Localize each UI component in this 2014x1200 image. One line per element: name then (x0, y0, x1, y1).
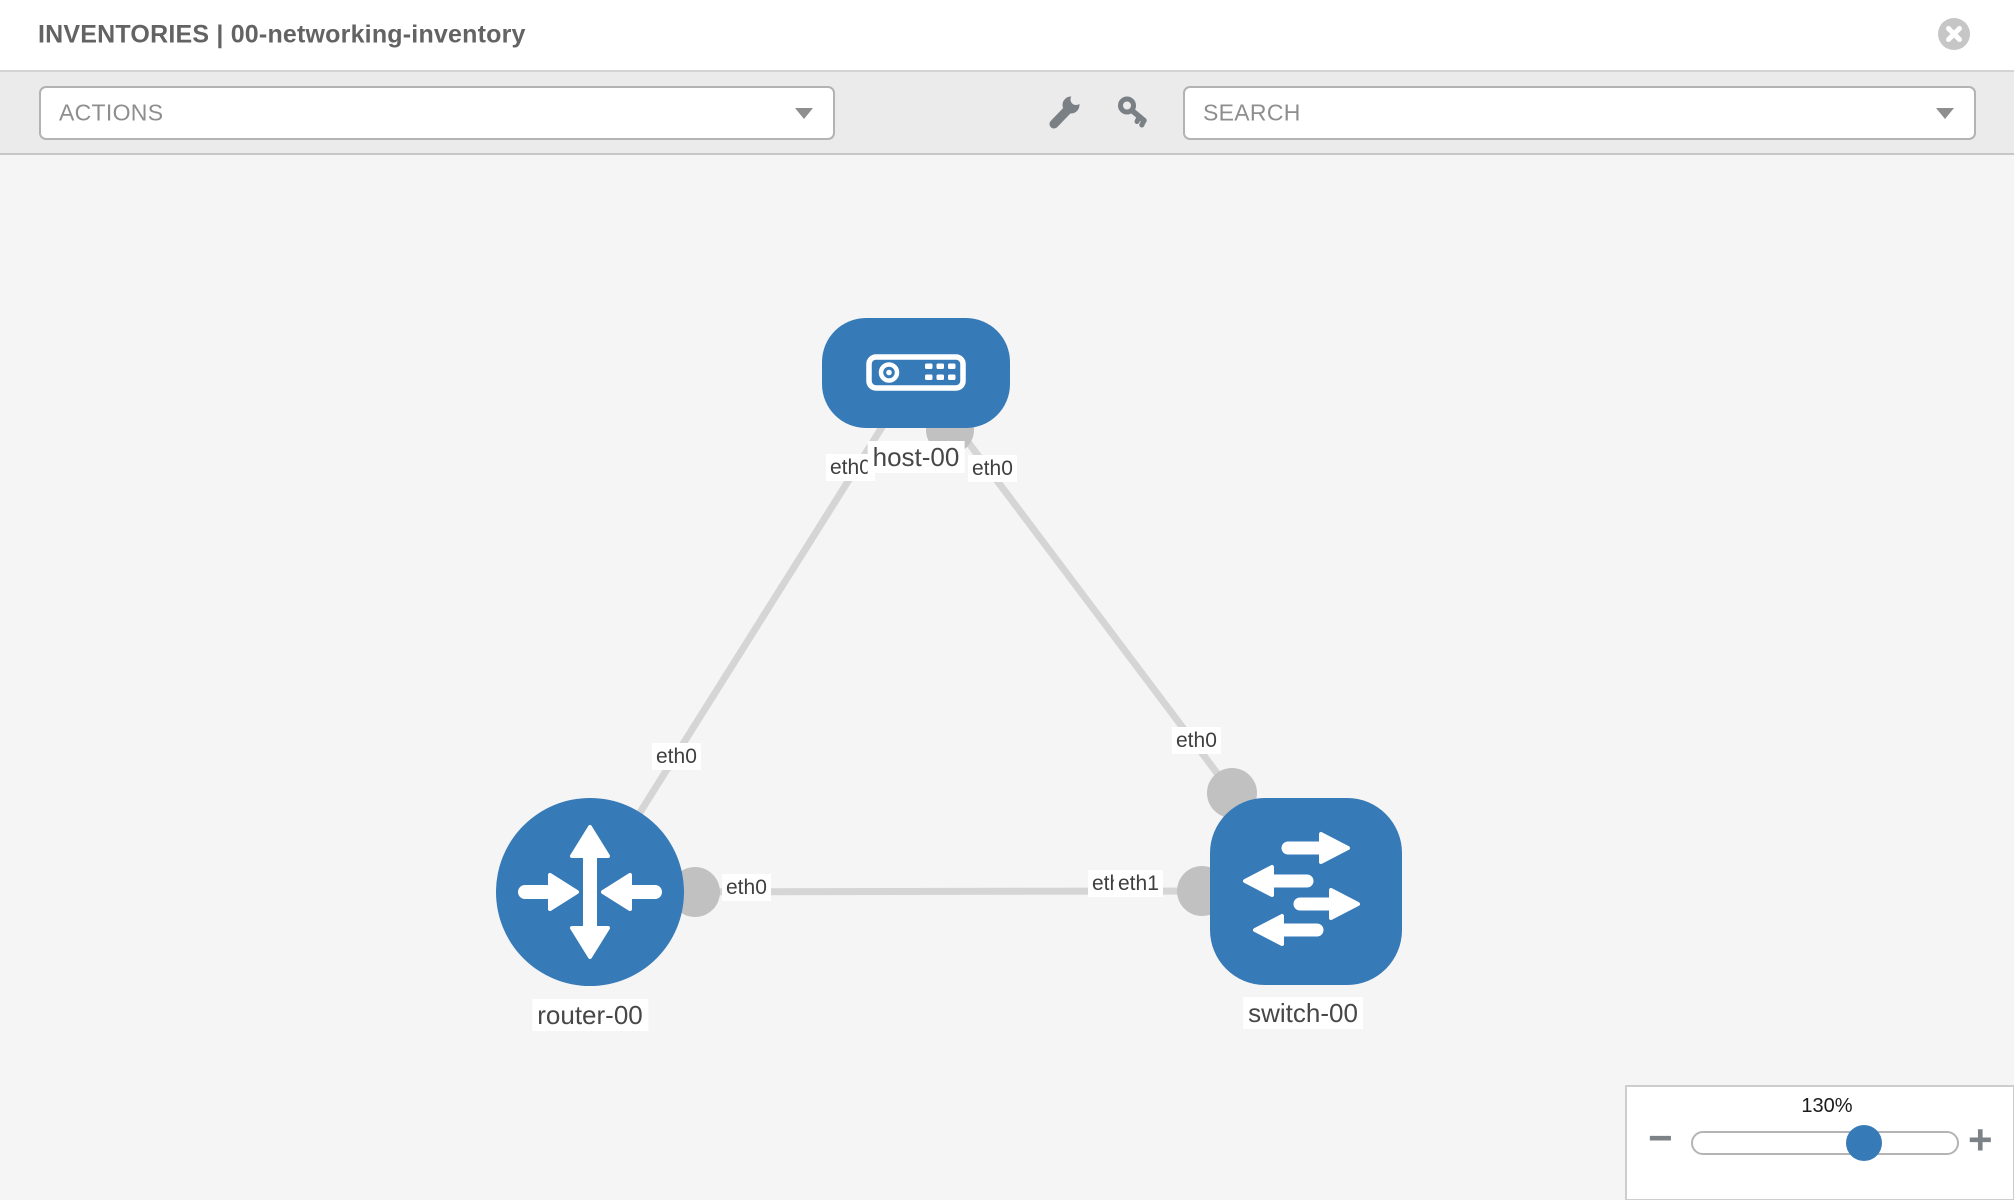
interface-label: eth1 (1114, 870, 1163, 897)
chevron-down-icon (1936, 108, 1954, 119)
search-dropdown-label: SEARCH (1203, 99, 1301, 126)
interface-label: eth0 (1172, 727, 1221, 754)
toolbar: ACTIONS SEARCH (0, 72, 2014, 155)
node-label-host: host-00 (867, 441, 965, 473)
node-label-switch: switch-00 (1243, 997, 1363, 1029)
key-button[interactable] (1114, 93, 1154, 133)
zoom-in-button[interactable]: + (1968, 1116, 1993, 1163)
wrench-button[interactable] (1045, 93, 1085, 133)
node-label-router: router-00 (532, 999, 648, 1031)
actions-dropdown-label: ACTIONS (59, 99, 164, 126)
node-switch-00[interactable] (1210, 798, 1402, 985)
key-icon (1118, 96, 1147, 128)
zoom-panel: 130% − + (1625, 1085, 2014, 1200)
actions-dropdown[interactable]: ACTIONS (39, 86, 835, 140)
link-endpoints (670, 406, 1257, 917)
interface-label: eth0 (968, 455, 1017, 482)
zoom-slider[interactable] (1691, 1125, 1959, 1161)
node-host-00[interactable] (822, 318, 1010, 428)
search-dropdown[interactable]: SEARCH (1183, 86, 1976, 140)
topology-canvas[interactable]: eth0 eth0 eth0 eth0 eth0 eth1 eth0 host-… (0, 155, 2014, 1200)
close-icon (1946, 26, 1962, 42)
wrench-icon (1049, 94, 1082, 129)
zoom-slider-thumb[interactable] (1846, 1125, 1882, 1161)
header: INVENTORIES | 00-networking-inventory (0, 0, 2014, 72)
interface-label: eth0 (722, 874, 771, 901)
close-button[interactable] (1938, 18, 1970, 50)
switch-icon (1243, 832, 1360, 946)
node-router-00[interactable] (496, 798, 684, 986)
host-icon (866, 354, 966, 391)
zoom-out-button[interactable]: − (1648, 1114, 1673, 1161)
page-title: INVENTORIES | 00-networking-inventory (38, 20, 526, 49)
interface-label: eth0 (652, 743, 701, 770)
zoom-level-label: 130% (1801, 1095, 1853, 1117)
chevron-down-icon (795, 108, 813, 119)
router-icon (518, 825, 662, 959)
interface-label: eth0 (826, 454, 875, 481)
